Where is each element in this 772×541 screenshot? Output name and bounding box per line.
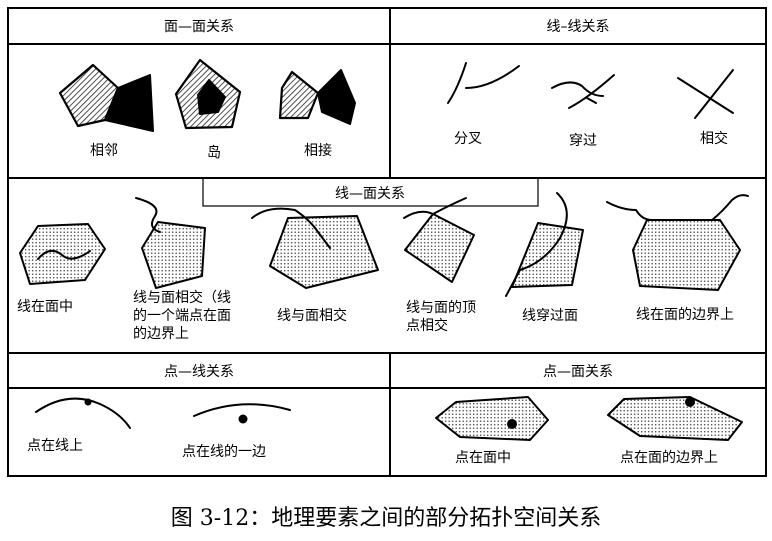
line-area-title-box: [202, 177, 539, 207]
label-point-on-line: 点在线上: [27, 438, 83, 454]
line-on-boundary: [606, 194, 749, 291]
line-crosses-area: [251, 207, 379, 289]
label-branching: 分叉: [454, 131, 482, 147]
label-line-crosses-area: 线与面相交: [277, 307, 347, 324]
point-in-area: [435, 396, 549, 441]
line-passes-area: [505, 192, 584, 297]
figure-caption: 图 3-12：地理要素之间的部分拓扑空间关系: [171, 506, 601, 531]
label-line-endpoint-1: 线与面相交（线: [133, 289, 231, 306]
label-line-vertex-1: 线与面的顶: [406, 300, 476, 316]
point-on-line: [35, 397, 131, 429]
label-line-on-boundary: 线在面的边界上: [636, 307, 734, 323]
label-line-in-area: 线在面中: [17, 299, 73, 315]
label-point-on-boundary: 点在面的边界上: [620, 450, 718, 466]
label-line-endpoint-3: 的边界上: [133, 326, 189, 342]
point-line-title: 点—线关系: [164, 364, 234, 380]
point-area-title: 点—面关系: [543, 364, 613, 380]
area-area-examples: 相邻 岛 相接: [58, 58, 356, 161]
passing-lines: [551, 74, 615, 109]
touching-polygons: [278, 69, 356, 125]
line-touches-vertex: [403, 197, 475, 283]
label-point-beside-line: 点在线的一边: [182, 444, 266, 460]
label-line-vertex-2: 点相交: [406, 317, 448, 334]
adjacent-polygons: [58, 63, 154, 132]
point-on-area-boundary: [607, 396, 743, 441]
label-line-endpoint-2: 的一个端点在面: [133, 308, 231, 324]
diagram-frames: [7, 7, 767, 477]
line-crosses-area-endpoint: [135, 197, 206, 289]
outer-frame: [7, 7, 767, 477]
label-line-passes-area: 线穿过面: [522, 308, 578, 324]
line-line-examples: 分叉 穿过 相交: [447, 62, 734, 149]
crossing-lines: [677, 69, 734, 119]
branching-lines: [447, 62, 520, 104]
point-line-examples: 点在线上 点在线的一边: [27, 397, 291, 460]
label-crossing: 相交: [700, 130, 728, 147]
line-in-area: [19, 223, 106, 285]
label-touching: 相接: [304, 142, 332, 159]
island-polygon: [174, 58, 242, 130]
point-beside-line: [193, 403, 291, 424]
area-area-title: 面—面关系: [164, 19, 234, 35]
line-area-title: 线—面关系: [335, 186, 405, 202]
label-point-in-area: 点在面中: [455, 450, 511, 466]
line-line-title: 线–线关系: [547, 19, 610, 35]
line-area-examples: 线在面中 线与面相交（线 的一个端点在面 的边界上 线与面相交 线与面的顶 点相…: [17, 192, 749, 342]
line-area-labels: 线在面中 线与面相交（线 的一个端点在面 的边界上 线与面相交 线与面的顶 点相…: [17, 289, 734, 342]
label-adjacent: 相邻: [90, 143, 118, 159]
point-area-examples: 点在面中 点在面的边界上: [435, 396, 743, 466]
label-island: 岛: [207, 145, 221, 161]
label-passing: 穿过: [569, 133, 597, 149]
